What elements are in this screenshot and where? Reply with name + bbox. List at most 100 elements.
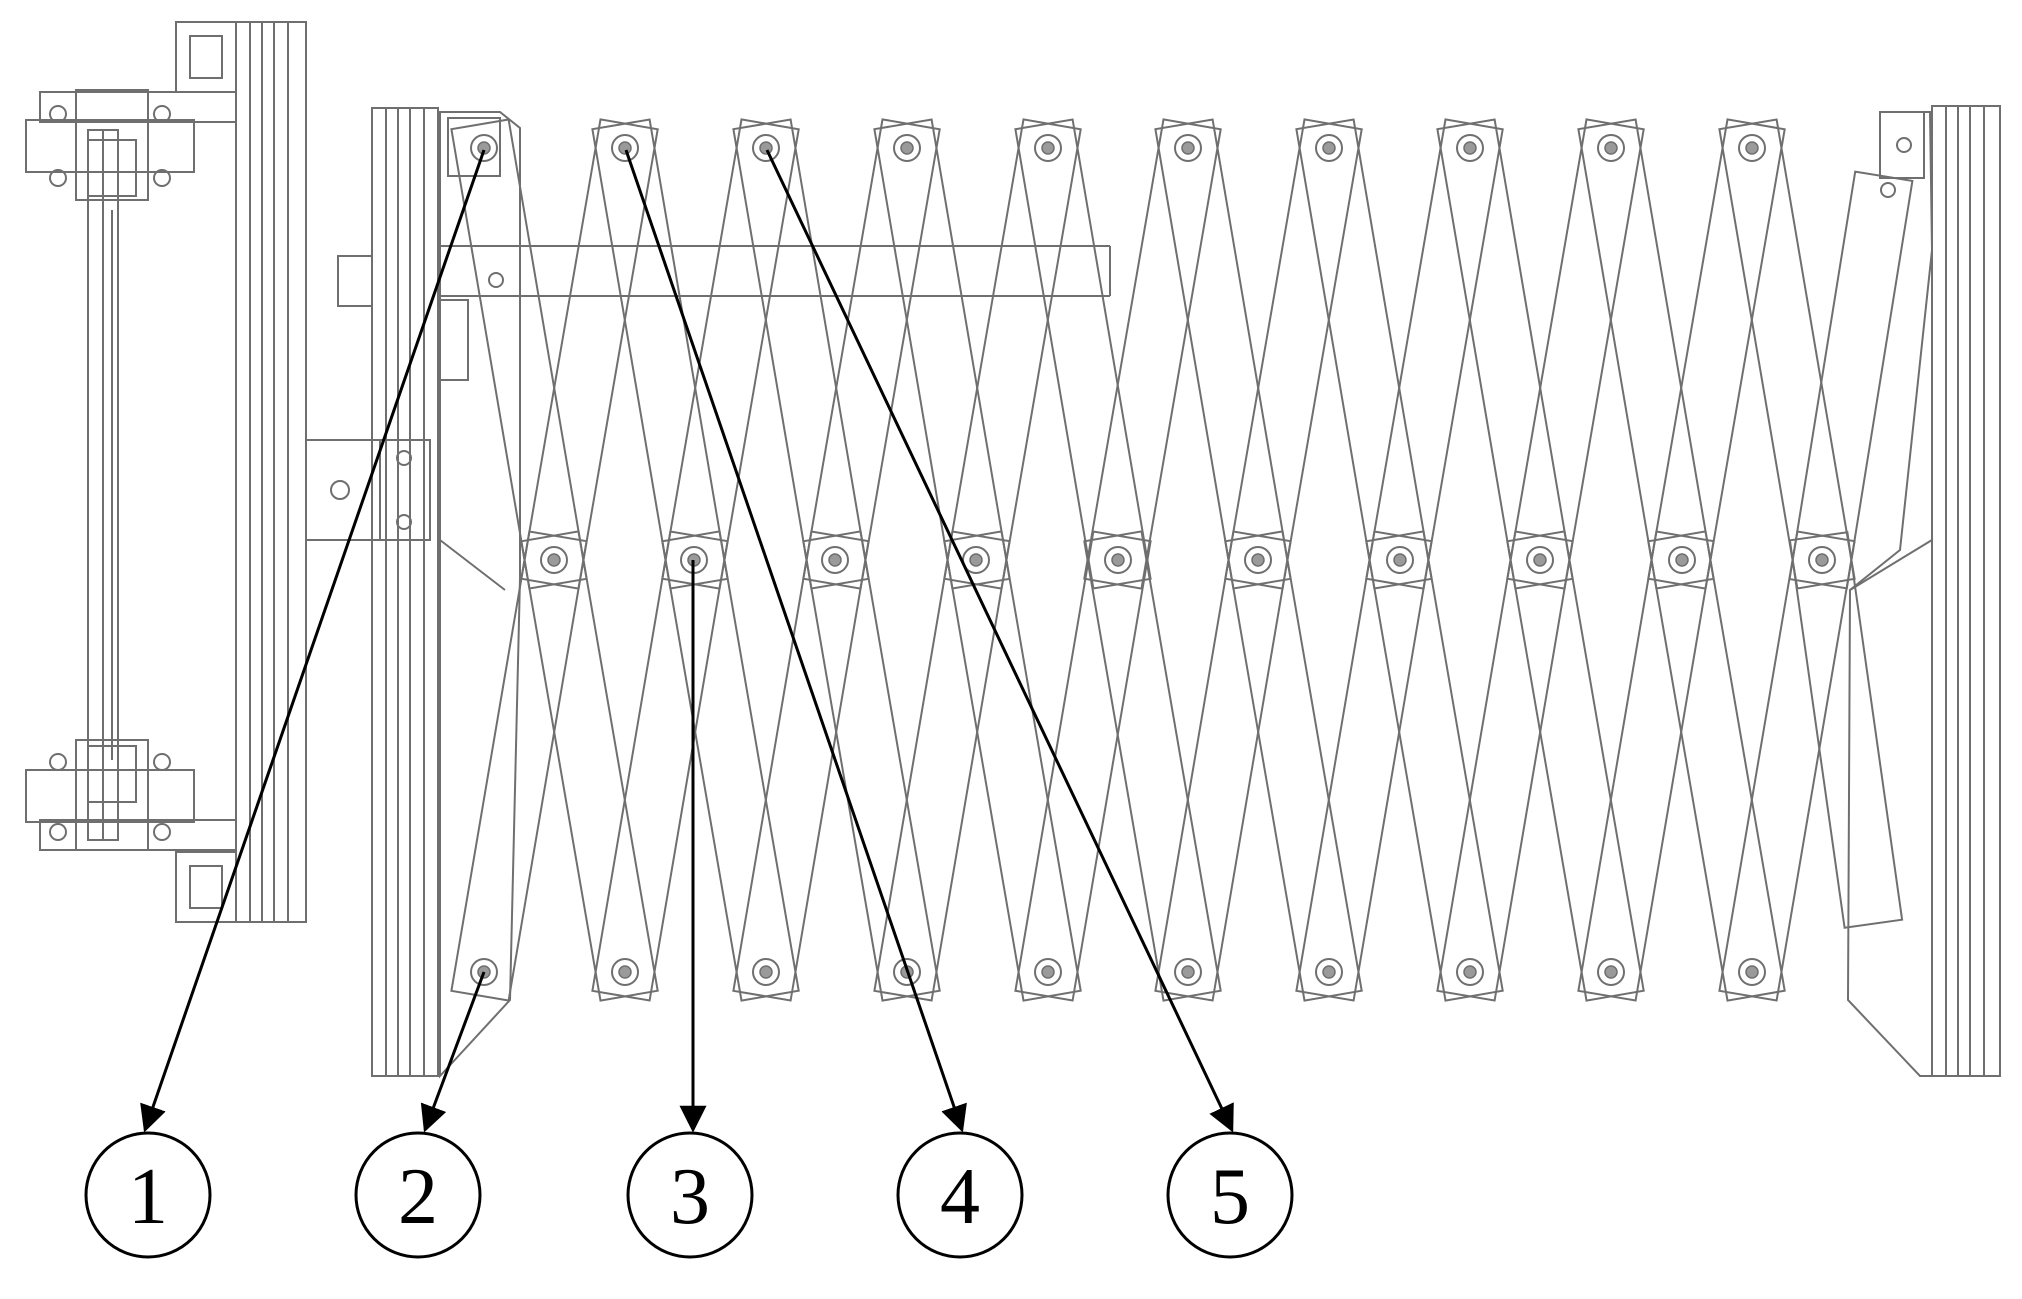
leader-lines bbox=[140, 149, 1234, 1133]
pivot-pin bbox=[1597, 958, 1625, 986]
pivot-pin bbox=[1456, 134, 1484, 162]
scissor-link bbox=[1154, 118, 1292, 590]
scissor-link bbox=[1365, 530, 1504, 1002]
scissor-link bbox=[1365, 118, 1504, 590]
pivot-pin bbox=[752, 134, 780, 162]
callout-4-label: 4 bbox=[940, 1153, 980, 1241]
pivot-pin bbox=[1174, 134, 1202, 162]
pivot-pin-center bbox=[1322, 965, 1336, 979]
scissor-link bbox=[520, 118, 659, 590]
pivot-pin-center bbox=[1745, 965, 1759, 979]
scissor-link bbox=[1224, 118, 1363, 590]
leader-line-5 bbox=[765, 149, 1234, 1133]
pivot-pin-center bbox=[1041, 965, 1055, 979]
scissor-link bbox=[1718, 530, 1856, 1002]
pivot-pin-center bbox=[547, 553, 561, 567]
pivot-pin bbox=[1315, 958, 1343, 986]
scissor-link bbox=[943, 118, 1082, 590]
pivot-pin-center bbox=[618, 965, 632, 979]
scissor-link bbox=[1506, 530, 1645, 1002]
pivot-pin bbox=[611, 134, 639, 162]
scissor-link bbox=[1647, 530, 1786, 1002]
pivot-pin-center bbox=[1251, 553, 1265, 567]
leader-line-4 bbox=[624, 149, 967, 1133]
pivot-pin-center bbox=[1463, 141, 1477, 155]
pivot-pin bbox=[1738, 958, 1766, 986]
leader-line-1 bbox=[140, 149, 486, 1133]
scissor-link bbox=[802, 530, 941, 1002]
scissor-link bbox=[661, 530, 800, 1002]
scissor-link bbox=[591, 118, 729, 590]
scissor-link bbox=[1506, 118, 1645, 590]
pivot-pin-center bbox=[759, 141, 773, 155]
scissor-link bbox=[1083, 530, 1222, 1002]
callout-2-label: 2 bbox=[398, 1153, 438, 1241]
pivot-pin bbox=[1034, 958, 1062, 986]
pivot-pin-center bbox=[618, 141, 632, 155]
scissor-link bbox=[1224, 530, 1363, 1002]
callout-3: 3 bbox=[626, 1131, 754, 1259]
pivot-pin-center bbox=[900, 141, 914, 155]
callout-3-label: 3 bbox=[670, 1153, 710, 1241]
pivot-pin-center bbox=[1604, 141, 1618, 155]
scissor-link bbox=[1647, 118, 1786, 590]
pivot-pin-center bbox=[1041, 141, 1055, 155]
pivot-pin-center bbox=[1181, 141, 1195, 155]
pivot-pin bbox=[1456, 958, 1484, 986]
left-mount-assembly bbox=[25, 21, 431, 923]
pivot-pin-center bbox=[969, 553, 983, 567]
pivot-pin-center bbox=[1815, 553, 1829, 567]
scissor-link bbox=[1295, 118, 1433, 590]
callout-1: 1 bbox=[84, 1131, 212, 1259]
pivot-pin bbox=[1104, 546, 1132, 574]
scissor-link bbox=[1083, 118, 1222, 590]
pivot-pin-center bbox=[1675, 553, 1689, 567]
scissor-link bbox=[591, 530, 729, 1002]
pivot-pin bbox=[1597, 134, 1625, 162]
pivot-pin bbox=[1386, 546, 1414, 574]
scissor-link bbox=[661, 118, 800, 590]
inner-left-column bbox=[337, 107, 469, 1077]
scissor-link bbox=[1295, 530, 1433, 1002]
pivot-pin-center bbox=[1181, 965, 1195, 979]
pivot-pin-center bbox=[1604, 965, 1618, 979]
scissor-link bbox=[943, 530, 1082, 1002]
scissor-link bbox=[802, 118, 941, 590]
scissor-link bbox=[1788, 170, 1914, 590]
pivot-pin bbox=[540, 546, 568, 574]
pivot-pin-center bbox=[1533, 553, 1547, 567]
callout-2: 2 bbox=[354, 1131, 482, 1259]
pivot-pin bbox=[1244, 546, 1272, 574]
scissor-link bbox=[1788, 531, 1904, 929]
pivot-pin bbox=[1315, 134, 1343, 162]
pivot-pin bbox=[1174, 958, 1202, 986]
scissor-link bbox=[1014, 118, 1152, 590]
pivot-pin bbox=[1526, 546, 1554, 574]
scissor-link bbox=[1154, 530, 1292, 1002]
scissor-link bbox=[1718, 118, 1856, 590]
scissor-link bbox=[1577, 118, 1715, 590]
right-end-assembly bbox=[1846, 105, 2001, 1077]
pivot-pins bbox=[470, 134, 1836, 986]
callout-4: 4 bbox=[896, 1131, 1024, 1259]
pivot-pin bbox=[1738, 134, 1766, 162]
pivot-pin-center bbox=[828, 553, 842, 567]
pivot-pin bbox=[893, 134, 921, 162]
pivot-pin-center bbox=[1745, 141, 1759, 155]
pivot-pin bbox=[611, 958, 639, 986]
pivot-pin-center bbox=[1322, 141, 1336, 155]
pivot-pin bbox=[1668, 546, 1696, 574]
pivot-pin bbox=[470, 134, 498, 162]
callout-5-label: 5 bbox=[1210, 1153, 1250, 1241]
pivot-pin-center bbox=[1463, 965, 1477, 979]
scissor-link bbox=[1014, 530, 1152, 1002]
callout-1-label: 1 bbox=[128, 1153, 168, 1241]
pivot-pin bbox=[1034, 134, 1062, 162]
pivot-pin-center bbox=[759, 965, 773, 979]
pivot-pin bbox=[1808, 546, 1836, 574]
pivot-pin-center bbox=[1393, 553, 1407, 567]
scissor-link bbox=[1577, 530, 1715, 1002]
left-slider-plate bbox=[439, 111, 521, 1079]
pivot-pin bbox=[821, 546, 849, 574]
